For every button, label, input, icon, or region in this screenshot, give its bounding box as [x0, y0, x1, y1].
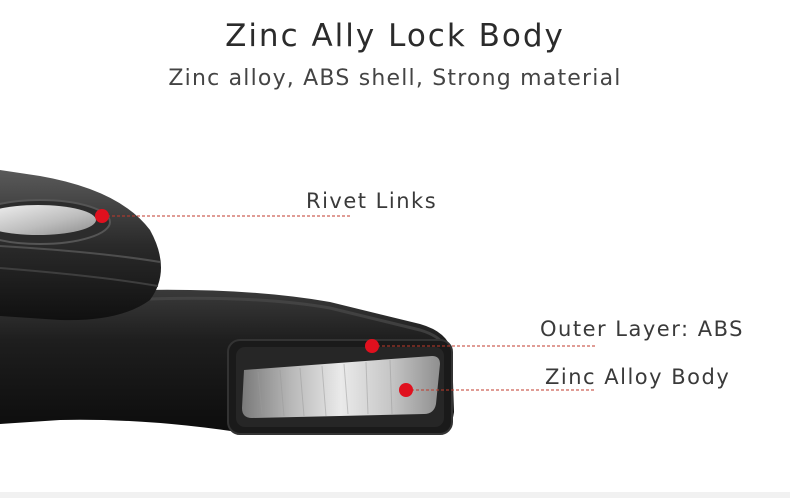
product-title: Zinc Ally Lock Body	[225, 18, 565, 54]
rivet-link-ridge	[0, 267, 159, 287]
rivet-link-ridge	[0, 245, 161, 263]
callout-label-rivet: Rivet Links	[306, 189, 438, 213]
rivet-link-plate	[0, 170, 161, 321]
callout-label-outer: Outer Layer: ABS	[540, 317, 744, 341]
lock-arm-bevel	[119, 296, 446, 347]
callout-label-zinc: Zinc Alloy Body	[545, 365, 731, 389]
bottom-divider	[0, 492, 790, 498]
product-subtitle: Zinc alloy, ABS shell, Strong material	[168, 66, 622, 91]
callout-marker-outer	[365, 339, 379, 353]
callout-marker-rivet	[95, 209, 109, 223]
rivet-cap	[0, 205, 96, 235]
zinc-core-texture	[257, 359, 393, 417]
callout-marker-zinc	[399, 383, 413, 397]
